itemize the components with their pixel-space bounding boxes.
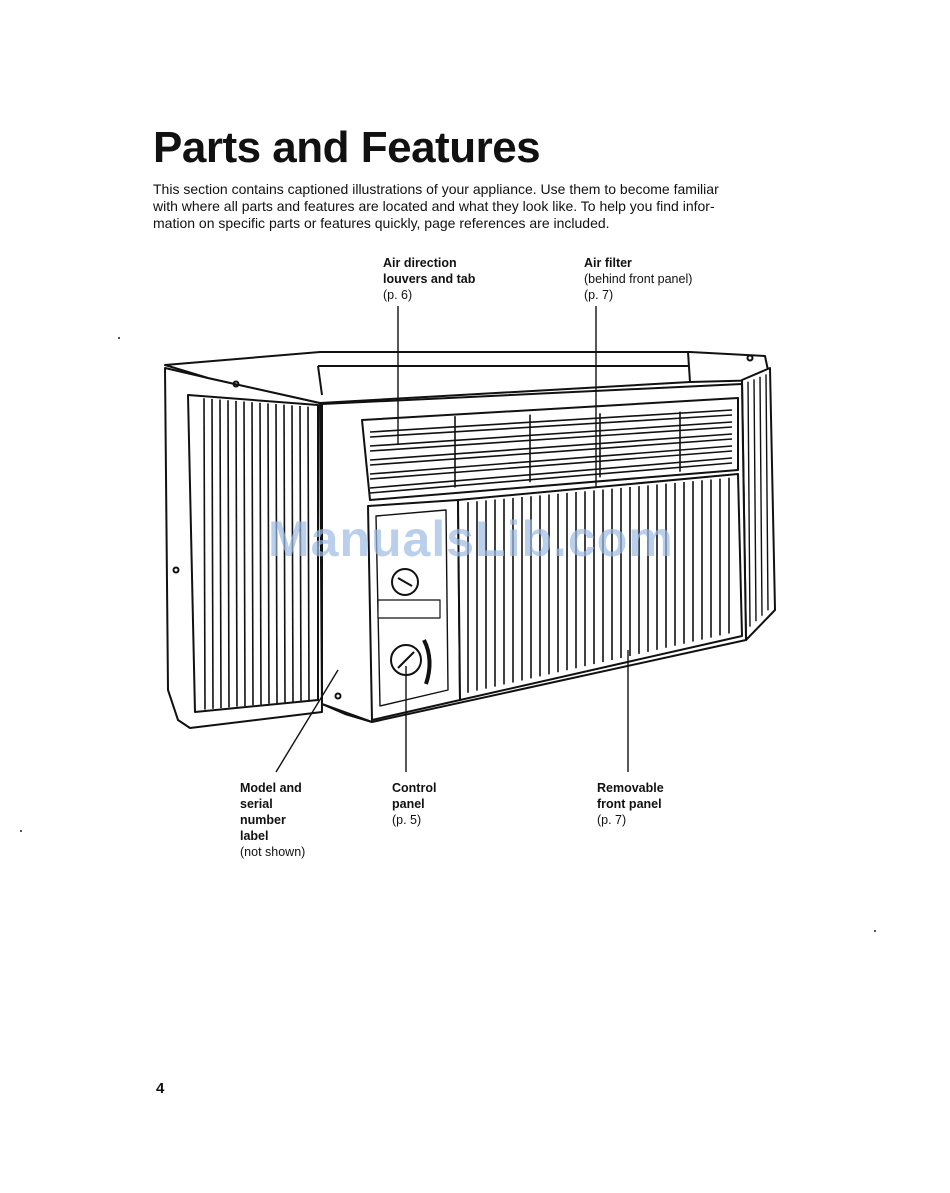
page-number: 4 <box>156 1080 165 1097</box>
right-fins <box>747 374 769 627</box>
knob-upper <box>391 568 419 596</box>
callout-note: (not shown) <box>240 845 306 859</box>
louver-line <box>369 438 733 466</box>
louver-line <box>369 421 733 447</box>
intro-line: This section contains captioned illustra… <box>153 181 719 197</box>
intro-line: with where all parts and features are lo… <box>153 198 715 214</box>
intro-paragraph: This section contains captioned illustra… <box>153 181 783 232</box>
callout-label: Removable <box>597 781 664 795</box>
louver-frame <box>361 397 739 501</box>
callout-label: Model and <box>240 781 302 795</box>
air-louvers <box>369 409 733 494</box>
fin-line <box>211 398 214 709</box>
callout-page-ref: (p. 7) <box>597 813 627 827</box>
louver-line <box>369 433 733 461</box>
fin-line <box>243 401 246 706</box>
louver-line <box>369 445 733 475</box>
fin-line <box>275 404 278 704</box>
callout-label: louvers and tab <box>383 272 476 286</box>
fin-line <box>235 400 238 707</box>
callout-page-ref: (p. 6) <box>383 288 413 302</box>
grille-slats <box>467 477 730 693</box>
callout-page-ref: (p. 5) <box>392 813 422 827</box>
louver-line <box>369 414 733 438</box>
callout-label: serial <box>240 797 273 811</box>
callout-louvers: Air direction louvers and tab (p. 6) <box>383 255 475 303</box>
louver-line <box>369 450 733 480</box>
intro-line: mation on specific parts or features qui… <box>153 215 610 231</box>
fin-line <box>251 402 254 706</box>
callout-control-panel: Control panel (p. 5) <box>392 780 436 828</box>
fin-line <box>259 402 262 705</box>
leader-model <box>275 669 339 773</box>
fin-line <box>227 400 230 708</box>
fin-line <box>203 398 206 710</box>
callout-label: Air filter <box>584 256 632 270</box>
callout-label: panel <box>392 797 425 811</box>
scan-speck <box>874 930 876 932</box>
fin-line <box>219 399 222 709</box>
louver-line <box>369 426 733 452</box>
callout-note: (behind front panel) <box>584 272 693 286</box>
left-fins <box>203 398 310 710</box>
scan-speck <box>118 337 120 339</box>
callout-model-label: Model and serial number label (not shown… <box>240 780 305 860</box>
callout-label: Control <box>392 781 437 795</box>
fin-line <box>753 379 757 622</box>
callout-label: Air direction <box>383 256 457 270</box>
callout-page-ref: (p. 7) <box>584 288 614 302</box>
fin-line <box>299 405 302 701</box>
fin-line <box>759 376 763 616</box>
callout-air-filter: Air filter (behind front panel) (p. 7) <box>584 255 692 303</box>
fin-line <box>283 404 286 703</box>
callout-label: label <box>240 829 269 843</box>
louver-line <box>369 409 733 433</box>
fin-line <box>307 406 310 701</box>
callout-front-panel: Removable front panel (p. 7) <box>597 780 664 828</box>
callout-label: front panel <box>597 797 662 811</box>
fin-line <box>765 374 769 611</box>
callout-label: number <box>240 813 286 827</box>
fin-line <box>267 403 270 704</box>
page-title: Parts and Features <box>153 123 541 172</box>
right-side-panel <box>741 367 776 641</box>
louver-line <box>369 457 733 489</box>
fin-line <box>291 405 294 702</box>
louver-line <box>369 462 733 494</box>
watermark: ManualsLib.com <box>268 511 674 567</box>
scan-speck <box>20 830 22 832</box>
fin-line <box>747 381 751 627</box>
front-grille <box>457 473 743 701</box>
